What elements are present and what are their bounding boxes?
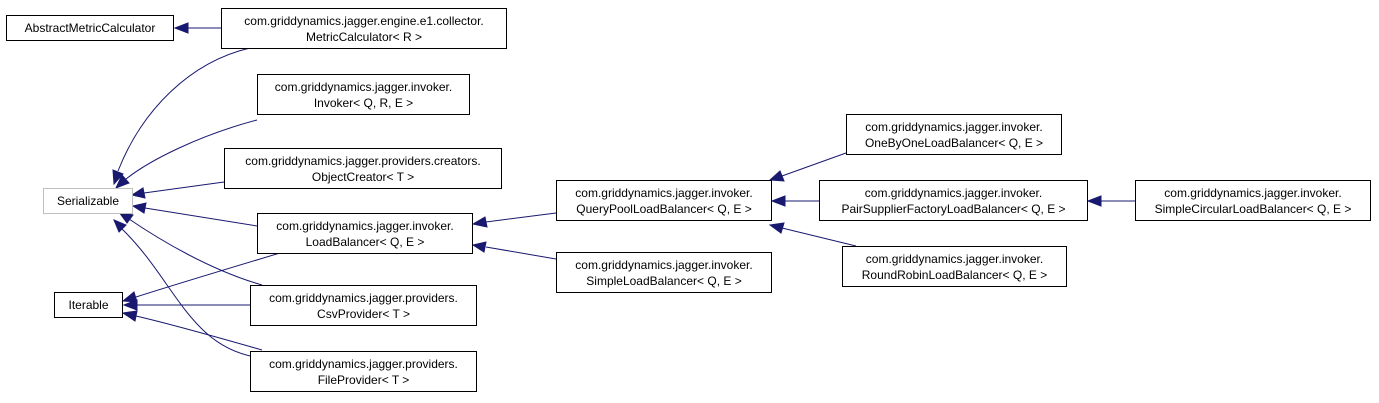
arrowhead <box>115 174 130 189</box>
class-namespace: com.griddynamics.jagger.providers.creato… <box>245 153 481 168</box>
arrowhead <box>471 216 488 228</box>
class-name: Serializable <box>56 194 120 208</box>
class-name: SimpleCircularLoadBalancer< Q, E > <box>1154 201 1352 216</box>
class-namespace: com.griddynamics.jagger.invoker. <box>865 251 1044 266</box>
class-node-simple-circular-load-balancer[interactable]: com.griddynamics.jagger.invoker. SimpleC… <box>1135 180 1371 221</box>
arrowhead <box>768 222 785 234</box>
edge-query-pool-to-load-balancer <box>485 212 557 223</box>
edge-object-creator-to-serializable <box>143 181 225 194</box>
class-node-one-by-one-load-balancer[interactable]: com.griddynamics.jagger.invoker. OneByOn… <box>846 114 1062 155</box>
edge-simple-load-balancer-to-load-balancer <box>485 246 557 260</box>
arrowhead <box>113 219 127 233</box>
class-namespace: com.griddynamics.jagger.invoker. <box>274 79 453 94</box>
class-namespace: com.griddynamics.jagger.invoker. <box>864 185 1043 200</box>
class-namespace: com.griddynamics.jagger.invoker. <box>276 218 454 233</box>
class-name: QueryPoolLoadBalancer< Q, E > <box>576 201 752 216</box>
class-node-file-provider[interactable]: com.griddynamics.jagger.providers. FileP… <box>250 351 477 392</box>
class-name: OneByOneLoadBalancer< Q, E > <box>864 135 1044 150</box>
edge-file-provider-to-iterable <box>135 315 263 351</box>
class-node-load-balancer[interactable]: com.griddynamics.jagger.invoker. LoadBal… <box>257 213 473 254</box>
edge-csv-provider-to-serializable <box>128 218 263 286</box>
class-name: FileProvider< T > <box>317 372 410 387</box>
class-name: MetricCalculator< R > <box>305 29 423 44</box>
class-namespace: com.griddynamics.jagger.invoker. <box>1164 185 1342 200</box>
class-name: Iterable <box>68 298 109 312</box>
class-name: ObjectCreator< T > <box>311 169 415 184</box>
edge-file-provider-to-serializable <box>121 228 263 359</box>
arrowhead <box>121 310 138 322</box>
edge-load-balancer-to-iterable <box>135 252 281 298</box>
arrowhead <box>112 169 124 186</box>
class-namespace: com.griddynamics.jagger.invoker. <box>865 119 1043 134</box>
arrowhead <box>1086 195 1102 207</box>
class-namespace: com.griddynamics.jagger.engine.e1.collec… <box>244 13 484 28</box>
class-node-simple-load-balancer[interactable]: com.griddynamics.jagger.invoker. SimpleL… <box>556 252 772 293</box>
arrowhead <box>768 170 785 182</box>
class-node-serializable[interactable]: Serializable <box>43 188 133 214</box>
class-namespace: com.griddynamics.jagger.providers. <box>269 356 458 371</box>
class-node-pair-supplier-factory-load-balancer[interactable]: com.griddynamics.jagger.invoker. PairSup… <box>819 180 1088 221</box>
edge-invoker-to-serializable <box>125 119 258 180</box>
class-node-round-robin-load-balancer[interactable]: com.griddynamics.jagger.invoker. RoundRo… <box>842 246 1067 287</box>
class-node-object-creator[interactable]: com.griddynamics.jagger.providers.creato… <box>224 148 502 189</box>
class-namespace: com.griddynamics.jagger.providers. <box>269 290 458 305</box>
class-namespace: com.griddynamics.jagger.invoker. <box>575 257 753 272</box>
edge-load-balancer-to-serializable <box>144 207 258 227</box>
class-name: SimpleLoadBalancer< Q, E > <box>586 273 742 288</box>
class-name: LoadBalancer< Q, E > <box>305 234 425 249</box>
class-name: CsvProvider< T > <box>317 306 410 321</box>
class-node-abstract-metric-calculator[interactable]: AbstractMetricCalculator <box>6 15 174 41</box>
arrowhead <box>173 22 189 34</box>
arrowhead <box>131 202 147 214</box>
arrowhead <box>770 195 786 207</box>
class-node-query-pool-load-balancer[interactable]: com.griddynamics.jagger.invoker. QueryPo… <box>556 180 772 221</box>
class-node-metric-calculator[interactable]: com.griddynamics.jagger.engine.e1.collec… <box>221 8 507 49</box>
class-name: RoundRobinLoadBalancer< Q, E > <box>861 267 1048 282</box>
edge-round-robin-to-query-pool <box>781 227 857 247</box>
class-name: PairSupplierFactoryLoadBalancer< Q, E > <box>841 201 1066 216</box>
class-node-invoker[interactable]: com.griddynamics.jagger.invoker. Invoker… <box>257 74 470 115</box>
class-name: AbstractMetricCalculator <box>24 21 156 35</box>
arrowhead <box>122 299 138 311</box>
arrowhead <box>471 241 487 253</box>
class-node-csv-provider[interactable]: com.griddynamics.jagger.providers. CsvPr… <box>250 285 477 326</box>
class-name: Invoker< Q, R, E > <box>313 95 414 110</box>
edge-one-by-one-to-query-pool <box>781 152 847 177</box>
arrowhead <box>121 291 138 303</box>
class-namespace: com.griddynamics.jagger.invoker. <box>575 185 753 200</box>
edge-metric-calculator-to-serializable <box>117 47 251 172</box>
class-node-iterable[interactable]: Iterable <box>54 292 123 318</box>
arrowhead <box>130 187 146 199</box>
